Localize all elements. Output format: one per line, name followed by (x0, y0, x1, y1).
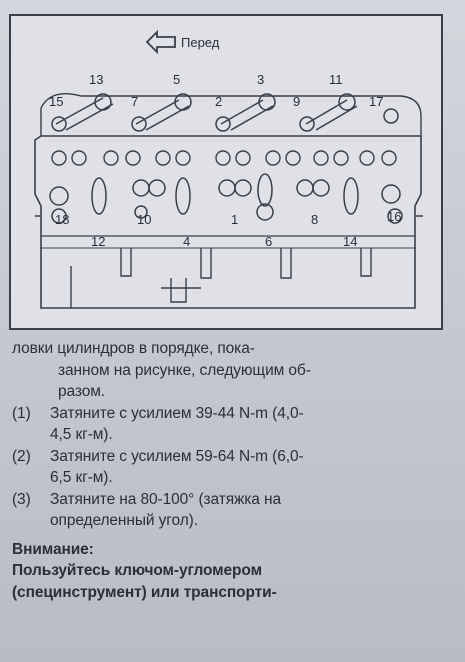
step-line: Затяните с усилием 59-64 N-m (6,0- (50, 447, 304, 465)
bolt-label-12: 12 (91, 234, 105, 249)
bolt-label-16: 16 (387, 209, 401, 224)
intro-line-2: занном на рисунке, следующим об- (58, 361, 311, 379)
step-number: (3) (12, 490, 31, 508)
bolt-label-11: 11 (329, 72, 343, 87)
bolt-label-18: 18 (55, 212, 69, 227)
step-3: (3) Затяните на 80-100° (затяжка на опред… (12, 489, 452, 532)
bolt-label-15: 15 (49, 94, 63, 109)
bolt-label-6: 6 (265, 234, 272, 249)
bolt-label-14: 14 (343, 234, 357, 249)
intro-line-3: разом. (58, 383, 105, 400)
bolt-label-1: 1 (231, 212, 238, 227)
bolt-label-5: 5 (173, 72, 180, 87)
warning-line-2: (специнструмент) или транспорти- (12, 583, 277, 601)
step-line: Затяните с усилием 39-44 N-m (4,0- (50, 404, 304, 422)
step-line: Затяните на 80-100° (затяжка на (50, 490, 281, 508)
intro-line-1: ловки цилиндров в порядке, пока- (12, 340, 255, 357)
warning-line-1: Пользуйтесь ключом-угломером (12, 562, 262, 579)
step-line: 6,5 кг-м). (50, 469, 113, 486)
bolt-label-10: 10 (137, 212, 151, 227)
bolt-label-9: 9 (293, 94, 300, 109)
front-label: Перед (181, 35, 220, 50)
diagram-drawing: Перед (34, 29, 423, 309)
bolt-label-4: 4 (183, 234, 190, 249)
cylinder-head-bolt-diagram: Перед (9, 14, 443, 330)
step-line: определенный угол). (50, 512, 198, 529)
instructions-text: ловки цилиндров в порядке, пока- занном … (12, 338, 452, 603)
warning-title: Внимание: (12, 540, 94, 558)
bolt-label-8: 8 (311, 212, 318, 227)
step-line: 4,5 кг-м). (50, 426, 113, 443)
step-number: (2) (12, 447, 31, 465)
step-2: (2) Затяните с усилием 59-64 N-m (6,0- 6,… (12, 446, 452, 489)
front-arrow-icon (145, 29, 176, 55)
step-number: (1) (12, 404, 31, 422)
bolt-label-3: 3 (257, 72, 264, 87)
bolt-label-17: 17 (369, 94, 383, 109)
bolt-label-2: 2 (215, 94, 222, 109)
bolt-label-7: 7 (131, 94, 138, 109)
step-1: (1) Затяните с усилием 39-44 N-m (4,0- 4,… (12, 403, 452, 446)
bolt-label-13: 13 (89, 72, 103, 87)
